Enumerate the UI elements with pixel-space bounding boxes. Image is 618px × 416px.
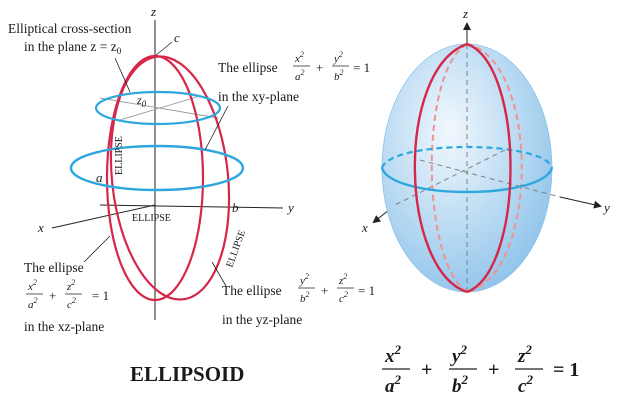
left-x-label: x [37,220,44,235]
svg-text:y2: y2 [333,50,343,65]
svg-text:a2: a2 [28,296,38,311]
xz-plus: + [49,288,56,303]
svg-text:a2: a2 [385,372,402,397]
ellipse-word-vertical-bottom: ELLIPSE [224,229,248,269]
ellipsoid-equation: x2 a2 + y2 b2 + z2 c2 = 1 [382,342,579,397]
yz-fraction-y: y2 b2 [298,272,315,305]
yz-ellipse-back [466,43,523,293]
eq-plus-2: + [488,359,499,381]
xy-ellipse [69,144,245,192]
xz-fraction-x: x2 a2 [26,278,43,311]
svg-text:b2: b2 [334,68,344,83]
left-z0-label: z0 [136,93,147,109]
svg-text:z2: z2 [66,278,75,293]
yz-ellipse [109,55,231,301]
svg-text:x2: x2 [294,50,304,65]
eq-plus-1: + [421,359,432,381]
xy-ellipse-front [380,167,554,194]
xy-ellipse-suffix: in the xy-plane [218,89,299,104]
eq-fraction-y: y2 b2 [449,342,477,397]
cross-section-plane-line-2 [119,95,201,121]
right-y-label: y [602,200,610,215]
xz-ellipse-front [413,42,468,294]
eq-fraction-z: z2 c2 [515,342,543,397]
svg-text:z2: z2 [338,272,347,287]
ellipse-word-vertical-left: ELLIPSE [114,136,125,175]
svg-text:x2: x2 [27,278,37,293]
xy-plus: + [316,60,323,75]
left-y-axis [99,204,284,209]
eq-equals: = 1 [553,359,579,381]
svg-text:c2: c2 [339,290,348,305]
left-diagram: z c y x b a z0 ELLIPSE ELLIPSE ELLIPSE E… [8,4,375,334]
left-a-label: a [96,170,103,185]
cross-section-pointer [114,57,131,93]
ellipse-word-horizontal: ELLIPSE [132,213,171,224]
svg-text:a2: a2 [295,68,305,83]
right-y-axis-end [559,196,602,209]
xz-equals: = 1 [92,288,109,303]
xy-ellipse-prefix: The ellipse [218,60,278,75]
yz-ellipse-suffix: in the yz-plane [222,312,302,327]
left-z-label: z [150,4,156,19]
svg-text:b2: b2 [300,290,310,305]
yz-ellipse-prefix: The ellipse [222,283,282,298]
left-x-axis [51,204,156,229]
yz-pointer [211,261,227,287]
xy-equals: = 1 [353,60,370,75]
xz-fraction-z: z2 c2 [65,278,82,311]
svg-text:z2: z2 [517,342,532,367]
xz-ellipse-prefix: The ellipse [24,260,84,275]
svg-text:c2: c2 [67,296,76,311]
xz-ellipse-suffix: in the xz-plane [24,319,104,334]
right-z-label: z [462,6,468,21]
yz-plus: + [321,283,328,298]
eq-fraction-x: x2 a2 [382,342,410,397]
svg-text:y2: y2 [299,272,309,287]
yz-fraction-z: z2 c2 [337,272,354,305]
left-c-pointer [154,41,173,57]
cross-section-line-1: Elliptical cross-section [8,21,132,36]
yz-ellipse-front [466,42,512,294]
right-x-label: x [361,220,368,235]
right-y-axis-hidden [419,159,561,198]
svg-text:y2: y2 [450,342,467,367]
xy-pointer [204,105,229,151]
cross-section-line-2: in the plane z = z0 [24,39,122,56]
svg-text:x2: x2 [384,342,402,367]
cross-section-ellipse [94,90,222,126]
xz-ellipse-back [430,43,468,293]
right-x-axis-hidden [394,149,506,206]
left-y-label: y [286,200,294,215]
xy-fraction-y: y2 b2 [332,50,349,83]
right-diagram: z y x [361,6,610,294]
xz-pointer [83,235,111,263]
xy-fraction-x: x2 a2 [293,50,310,83]
ellipsoid-title: ELLIPSOID [130,362,244,386]
xy-ellipse-back [380,145,554,169]
left-b-label: b [232,200,239,215]
svg-text:b2: b2 [452,372,469,397]
left-c-label: c [174,30,180,45]
yz-equals: = 1 [358,283,375,298]
svg-text:c2: c2 [518,372,533,397]
